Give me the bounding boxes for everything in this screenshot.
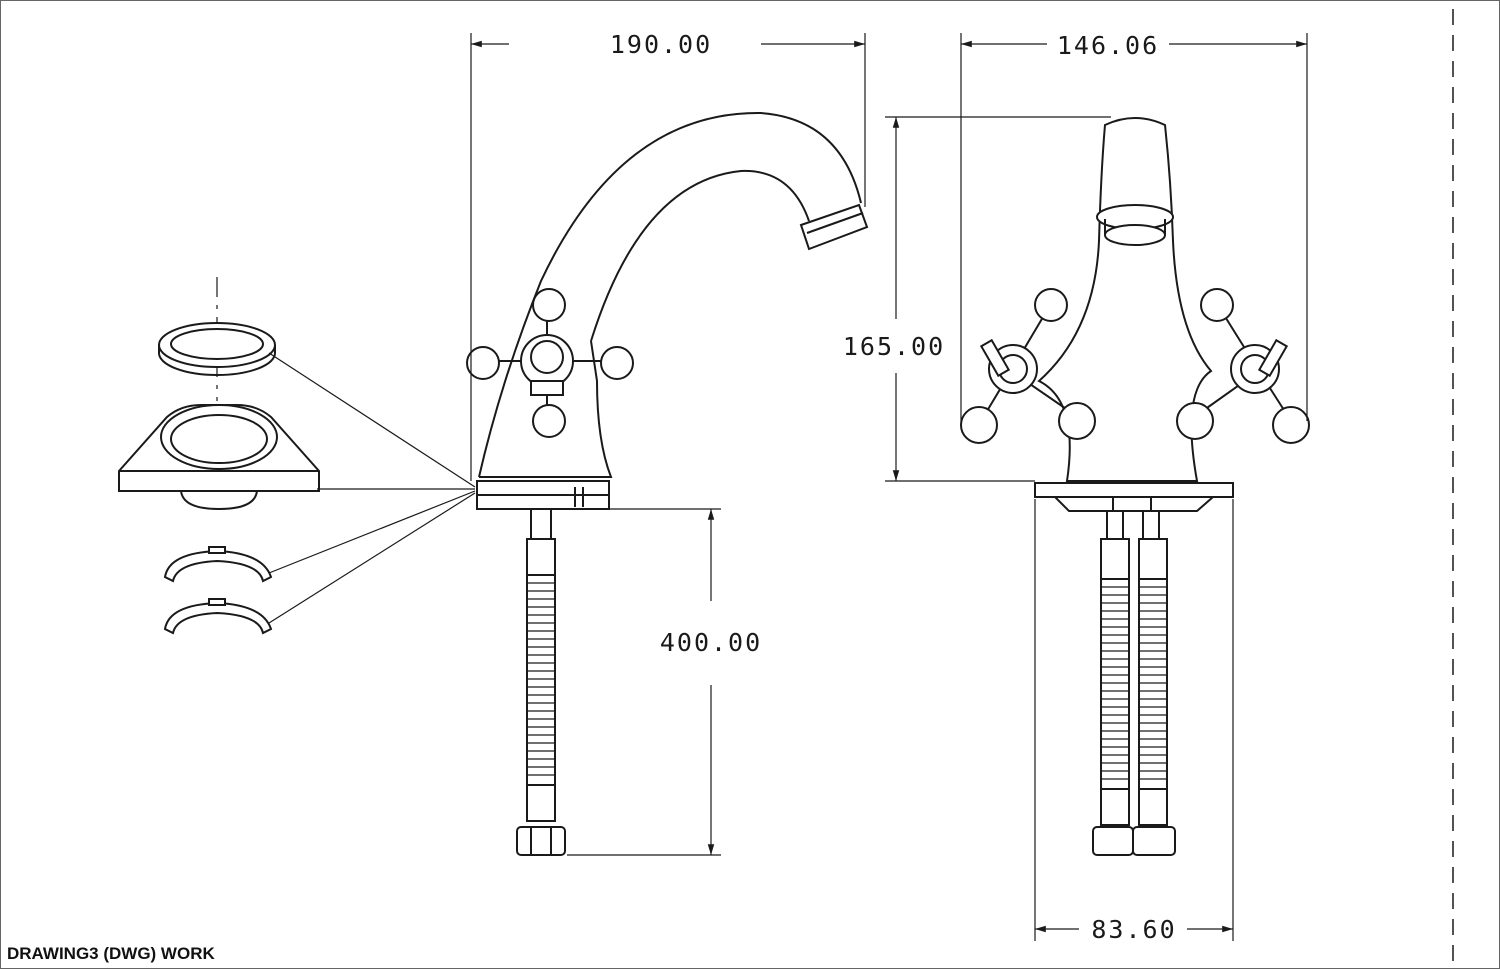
- dim-hose-length: 400.00: [567, 508, 762, 856]
- dim-side-width: 190.00: [470, 30, 866, 481]
- front-view: [960, 117, 1310, 856]
- exploded-parts: [118, 277, 476, 635]
- base-plate: [118, 404, 320, 511]
- front-left-handle: [960, 288, 1096, 444]
- front-supply-hoses: [1092, 510, 1176, 856]
- dim-front-height: 165.00: [843, 116, 1111, 482]
- assembly-leader-lines: [268, 352, 476, 624]
- dim-label-146: 146.06: [1057, 31, 1159, 60]
- dim-label-83: 83.60: [1091, 915, 1176, 944]
- side-supply-hose: [516, 508, 566, 856]
- retaining-clip-1: [163, 546, 273, 583]
- dim-base-width: 83.60: [1034, 499, 1234, 944]
- dim-front-width: 146.06: [960, 31, 1308, 421]
- side-cross-handle: [466, 288, 634, 438]
- dim-label-400: 400.00: [660, 628, 762, 657]
- retaining-clip-2: [163, 598, 273, 635]
- gasket-ring: [158, 322, 276, 376]
- front-right-handle: [1176, 288, 1310, 444]
- front-base-plate: [1034, 482, 1234, 498]
- drawing-title-label: DRAWING3 (DWG) WORK: [7, 944, 215, 963]
- dim-label-165: 165.00: [843, 332, 945, 361]
- dim-label-190: 190.00: [610, 30, 712, 59]
- side-view: [466, 111, 869, 856]
